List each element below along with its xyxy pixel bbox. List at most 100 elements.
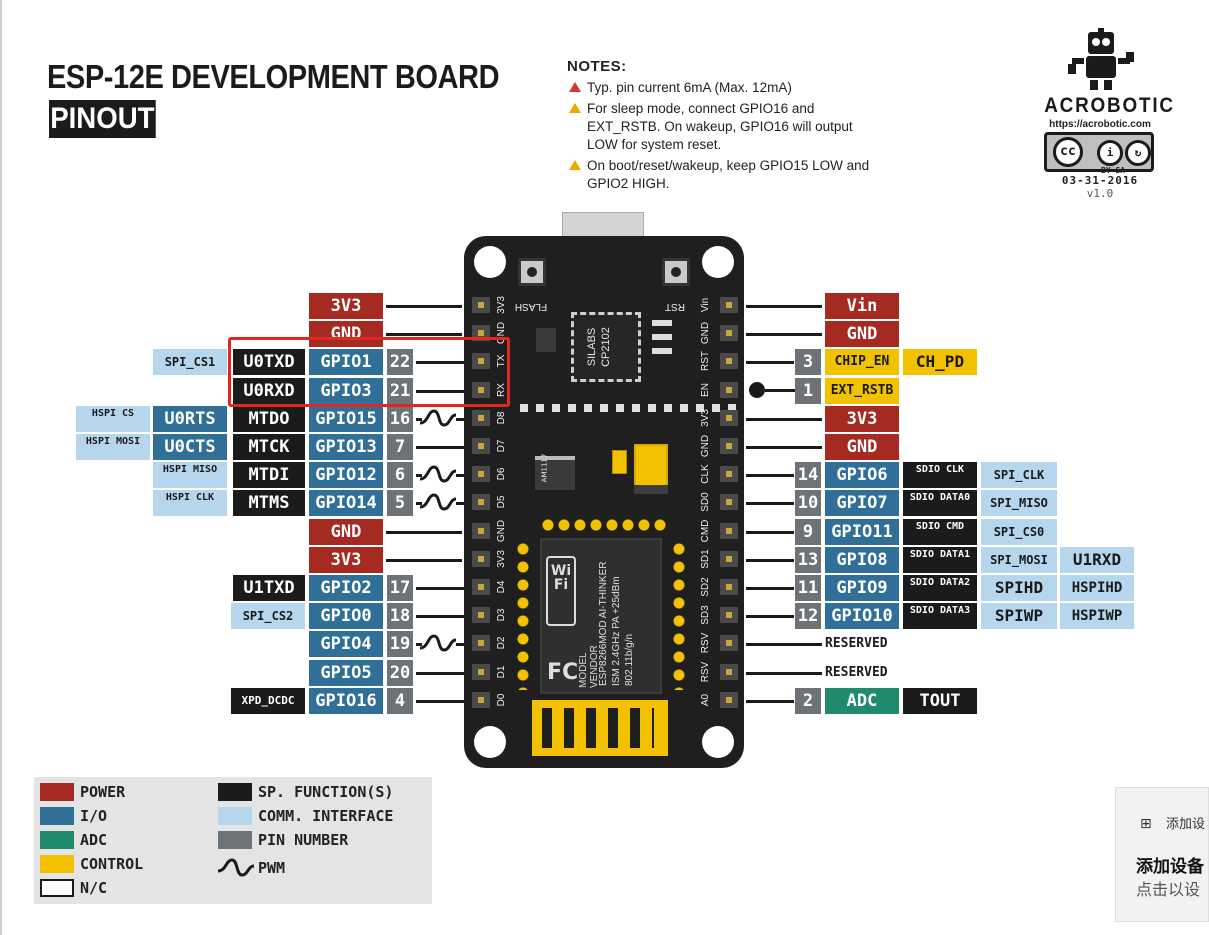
pin-number: 6 bbox=[387, 462, 413, 489]
legend-label: ADC bbox=[80, 831, 108, 849]
wifi-logo: Wi Fi bbox=[546, 556, 576, 626]
legend-label: POWER bbox=[80, 783, 126, 801]
mount-hole bbox=[474, 726, 506, 758]
notification-toast[interactable]: ⊞ 添加设 添加设备 点击以设 bbox=[1115, 787, 1209, 922]
gpio-label: GPIO2 bbox=[309, 575, 383, 601]
wire bbox=[746, 417, 822, 421]
gpio-label: GPIO5 bbox=[309, 659, 383, 686]
board-pin-label: A0 bbox=[700, 693, 711, 706]
sdio-label: SDIO DATA2 bbox=[903, 575, 977, 601]
hspi-label: HSPI CLK bbox=[153, 490, 227, 517]
sdio-label: SDIO DATA3 bbox=[903, 603, 977, 630]
gpio-label: GPIO6 bbox=[825, 462, 899, 489]
warning-icon bbox=[569, 160, 581, 170]
mount-hole bbox=[702, 726, 734, 758]
pin-number: 7 bbox=[387, 434, 413, 460]
wire bbox=[746, 305, 822, 308]
rst-button[interactable] bbox=[662, 258, 690, 286]
flash-button[interactable] bbox=[518, 258, 546, 286]
wire bbox=[746, 671, 822, 675]
comm-interface-label: SPI_MISO bbox=[981, 490, 1057, 517]
pwm-icon bbox=[420, 634, 456, 652]
gpio-label: GPIO10 bbox=[825, 603, 899, 630]
wire bbox=[416, 699, 464, 703]
wire bbox=[746, 333, 822, 337]
regulator-label: AM1117 bbox=[540, 453, 549, 483]
pin-number: 1 bbox=[795, 377, 821, 404]
note-item: On boot/reset/wakeup, keep GPIO15 LOW an… bbox=[567, 157, 887, 193]
wire bbox=[746, 587, 794, 590]
header-pin bbox=[472, 381, 490, 398]
module-text: ESP8266MOD AI-THINKER ISM 2.4GHz PA +25d… bbox=[598, 561, 635, 686]
header-pin bbox=[472, 353, 490, 370]
gpio-label: GPIO12 bbox=[309, 462, 383, 489]
capacitor bbox=[634, 444, 668, 494]
special-function-label: TOUT bbox=[903, 687, 977, 714]
special-function-label: U0TXD bbox=[233, 349, 305, 376]
gpio-label: GPIO8 bbox=[825, 546, 899, 573]
gpio-label: GPIO16 bbox=[309, 687, 383, 714]
power-label: GND bbox=[309, 518, 383, 545]
warning-icon bbox=[569, 103, 581, 113]
header-pin bbox=[720, 409, 738, 426]
gpio-label: GPIO4 bbox=[309, 631, 383, 658]
pcb-antenna bbox=[532, 700, 668, 756]
wire bbox=[746, 502, 794, 506]
power-label: 3V3 bbox=[825, 405, 899, 432]
pwm-icon bbox=[420, 493, 456, 511]
attribution-icon: i bbox=[1097, 140, 1123, 166]
wire bbox=[456, 417, 464, 421]
header-pin bbox=[720, 522, 738, 539]
legend-swatch bbox=[40, 831, 74, 849]
pin-number: 12 bbox=[795, 603, 821, 630]
header-pin bbox=[720, 607, 738, 624]
comm-interface-label: SPI_CLK bbox=[981, 462, 1057, 489]
control-label: CH_PD bbox=[903, 349, 977, 376]
header-pin bbox=[720, 579, 738, 595]
wire bbox=[416, 587, 464, 590]
pin-number: 21 bbox=[387, 377, 413, 404]
comm-interface-label: HSPIHD bbox=[1060, 575, 1134, 601]
esp8266-module bbox=[540, 538, 662, 694]
smd-parts bbox=[652, 320, 672, 360]
cc-icon: cc bbox=[1053, 137, 1083, 167]
header-pin bbox=[472, 635, 490, 652]
legend-label: CONTROL bbox=[80, 855, 144, 873]
special-function-label: XPD_DCDC bbox=[231, 687, 305, 714]
wire bbox=[416, 643, 422, 647]
notes-panel: NOTES: Typ. pin current 6mA (Max. 12mA) … bbox=[567, 58, 887, 196]
gpio-label: GPIO13 bbox=[309, 434, 383, 460]
logo-date: 03-31-2016 bbox=[1061, 174, 1139, 187]
acrobotic-logo: ACROBOTIC https://acrobotic.com cc i ↻ B… bbox=[1038, 28, 1173, 208]
pwm-icon bbox=[420, 465, 456, 483]
header-pin bbox=[472, 494, 490, 511]
pin-number: 4 bbox=[387, 687, 413, 714]
legend-label: N/C bbox=[80, 879, 108, 897]
wire bbox=[746, 699, 794, 703]
pin-number: 16 bbox=[387, 405, 413, 432]
page-edge bbox=[0, 0, 2, 935]
usb-serial-chip bbox=[571, 312, 641, 382]
license-label: BY SA bbox=[1101, 166, 1126, 175]
gpio-label: GPIO9 bbox=[825, 575, 899, 601]
wire bbox=[456, 474, 464, 478]
header-pin bbox=[720, 663, 738, 680]
comm-interface-label: U1RXD bbox=[1060, 546, 1134, 573]
power-label: 3V3 bbox=[309, 546, 383, 573]
comm-interface-label: SPIHD bbox=[981, 575, 1057, 601]
legend-swatch bbox=[40, 879, 74, 897]
hspi-label: HSPI CS bbox=[76, 405, 150, 432]
wire bbox=[416, 474, 422, 478]
voltage-regulator bbox=[535, 456, 575, 490]
header-pin bbox=[720, 466, 738, 483]
adc-label: ADC bbox=[825, 687, 899, 714]
module-pads-left bbox=[514, 540, 532, 690]
power-label: Vin bbox=[825, 293, 899, 319]
ext-rstb-dot bbox=[749, 382, 765, 398]
legend-swatch bbox=[218, 831, 252, 849]
header-pin bbox=[472, 607, 490, 624]
header-pin bbox=[720, 353, 738, 370]
wire bbox=[386, 530, 462, 534]
special-function-label: U0RXD bbox=[233, 377, 305, 404]
legend-swatch bbox=[40, 807, 74, 825]
